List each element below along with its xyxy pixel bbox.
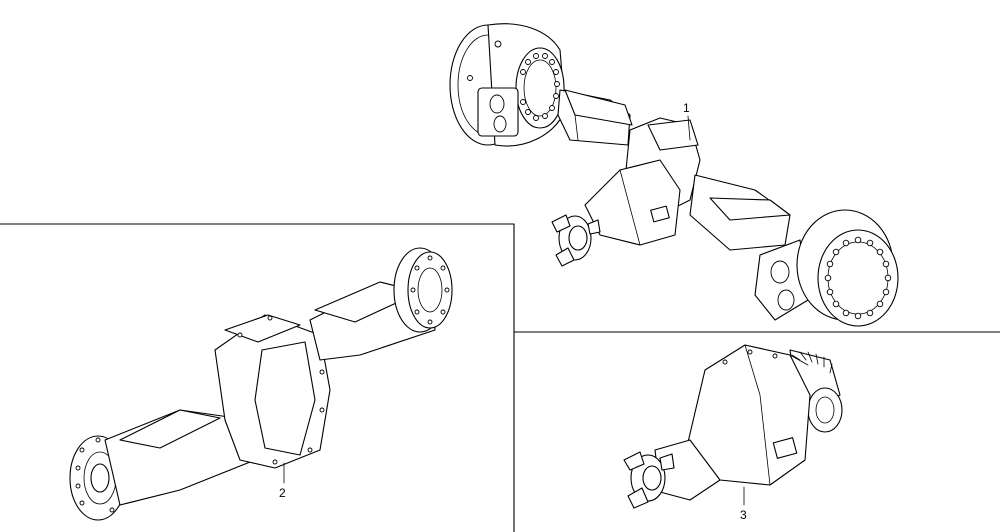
axle-assembly-illustration (449, 23, 899, 327)
pinion-flange-3 (623, 451, 675, 509)
left-hub (449, 23, 566, 147)
callout-2: 2 (279, 486, 286, 500)
pinion-flange-1 (551, 214, 601, 267)
differential-illustration (623, 344, 843, 509)
panel-frame (0, 223, 1000, 532)
callout-1: 1 (683, 101, 690, 115)
axle-housing-illustration (69, 247, 453, 521)
right-hub (754, 209, 899, 327)
callout-3: 3 (740, 508, 747, 522)
